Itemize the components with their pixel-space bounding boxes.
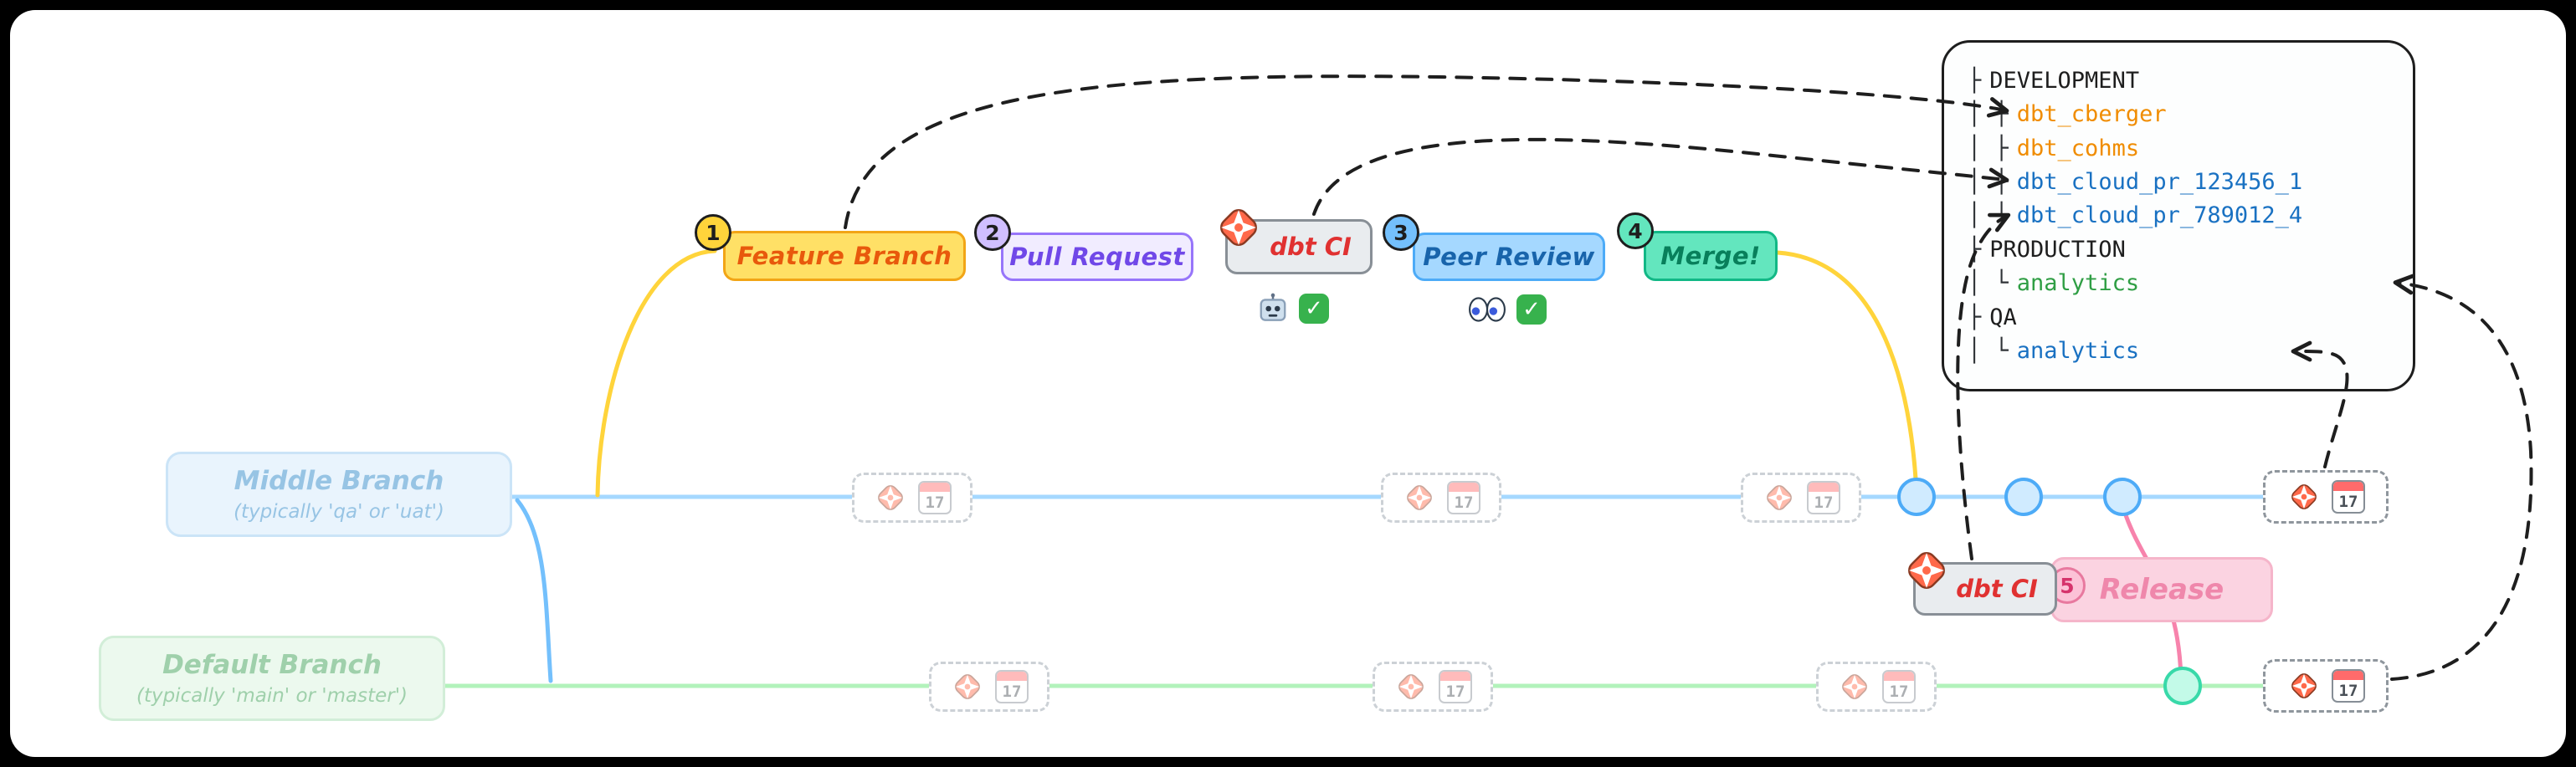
peer-review-box: Peer Review xyxy=(1413,233,1605,281)
env-row: │ └ analytics xyxy=(1968,267,2389,300)
env-group-row: ├ QA xyxy=(1968,300,2389,334)
env-row: │ ├ dbt_cohms xyxy=(1968,131,2389,165)
ci-status-row: ✓ xyxy=(1257,293,1329,325)
calendar-icon: 17 xyxy=(1439,670,1472,703)
dbt-logo-icon xyxy=(950,669,985,704)
env-row: │ └ analytics xyxy=(1968,335,2389,368)
feature-branch-out-curve xyxy=(595,248,717,498)
robot-icon xyxy=(1260,293,1286,321)
env-group-name: DEVELOPMENT xyxy=(1989,67,2140,94)
tree-glyph: ├ xyxy=(1968,67,1982,94)
step-3-badge: 3 xyxy=(1383,214,1419,251)
env-row: │ ├ dbt_cloud_pr_123456_1 xyxy=(1968,165,2389,198)
calendar-icon: 17 xyxy=(1882,670,1916,703)
scheduled-job-chip: 17 xyxy=(852,473,972,523)
tree-glyph: │ ├ xyxy=(1968,169,2009,196)
dbt-ci-label: dbt CI xyxy=(1270,233,1352,261)
env-name: dbt_cloud_pr_123456_1 xyxy=(2016,169,2303,196)
calendar-icon: 17 xyxy=(1447,481,1480,514)
tree-glyph: │ └ xyxy=(1968,338,2009,365)
middle-branch-title: Middle Branch xyxy=(233,466,444,496)
eyes-icon xyxy=(1469,297,1506,322)
calendar-icon: 17 xyxy=(995,670,1029,703)
calendar-icon: 17 xyxy=(918,481,952,514)
scheduled-job-chip: 17 xyxy=(1373,662,1493,712)
env-row: │ ├ dbt_cberger xyxy=(1968,97,2389,130)
review-status-row: ✓ xyxy=(1468,294,1547,325)
env-row: │ └ dbt_cloud_pr_789012_4 xyxy=(1968,199,2389,233)
env-group-row: ├ PRODUCTION xyxy=(1968,233,2389,266)
tree-glyph: │ └ xyxy=(1968,270,2009,297)
default-branch-box: Default Branch (typically 'main' or 'mas… xyxy=(99,636,445,721)
dbt-ci-to-pr-env-arrow xyxy=(1312,137,2009,216)
dbt-logo-icon xyxy=(1393,669,1429,704)
pull-request-box: Pull Request xyxy=(1001,233,1193,281)
env-group-name: PRODUCTION xyxy=(1989,236,2126,263)
default-branch-subtitle: (typically 'main' or 'master') xyxy=(136,685,408,707)
env-name: dbt_cberger xyxy=(2016,101,2167,128)
dbt-ci-box: dbt CI xyxy=(1225,219,1373,274)
tree-glyph: ├ xyxy=(1968,236,1982,263)
calendar-icon: 17 xyxy=(1807,481,1840,514)
dbt-logo-icon xyxy=(1762,480,1797,515)
feature-branch-box: Feature Branch xyxy=(723,231,966,281)
calendar-icon: 17 xyxy=(2332,480,2365,514)
env-name: analytics xyxy=(2016,338,2140,365)
scheduled-job-chip: 17 xyxy=(1381,473,1501,523)
dbt-logo-icon xyxy=(2286,479,2322,514)
tree-glyph: │ └ xyxy=(1968,202,2009,229)
commit-node xyxy=(2103,478,2142,516)
feature-branch-to-dev-env-arrow xyxy=(844,74,2009,229)
merge-box: Merge! xyxy=(1644,231,1778,281)
check-icon: ✓ xyxy=(1516,294,1547,325)
env-name: analytics xyxy=(2016,270,2140,297)
step-2-badge: 2 xyxy=(974,214,1011,251)
scheduled-job-chip-active: 17 xyxy=(2263,659,2389,713)
env-name: dbt_cloud_pr_789012_4 xyxy=(2016,202,2303,229)
scheduled-job-chip: 17 xyxy=(1741,473,1861,523)
dbt-logo-icon xyxy=(2286,668,2322,703)
step-1-badge: 1 xyxy=(695,214,731,251)
release-merge-node xyxy=(2163,667,2202,705)
middle-branch-box: Middle Branch (typically 'qa' or 'uat') xyxy=(166,452,512,537)
env-name: dbt_cohms xyxy=(2016,135,2140,161)
dbt-environments-panel: ├ DEVELOPMENT │ ├ dbt_cberger │ ├ dbt_co… xyxy=(1942,40,2415,391)
dbt-logo-icon xyxy=(1901,545,1953,596)
scheduled-job-chip: 17 xyxy=(929,662,1049,712)
dbt-ci-release-box: dbt CI xyxy=(1913,562,2057,616)
calendar-icon: 17 xyxy=(2332,669,2365,703)
scheduled-job-chip: 17 xyxy=(1816,662,1937,712)
env-group-row: ├ DEVELOPMENT xyxy=(1968,64,2389,97)
step-4-badge: 4 xyxy=(1617,212,1654,249)
commit-node xyxy=(2004,478,2043,516)
middle-branch-fork-curve xyxy=(515,498,553,683)
env-group-name: QA xyxy=(1989,304,2017,330)
tree-glyph: ├ xyxy=(1968,304,1982,330)
scheduled-job-chip-active: 17 xyxy=(2263,470,2389,524)
dbt-logo-icon xyxy=(873,480,908,515)
check-icon: ✓ xyxy=(1299,294,1329,324)
dbt-logo-icon xyxy=(1213,202,1265,253)
default-branch-title: Default Branch xyxy=(162,650,382,680)
commit-node xyxy=(1897,478,1936,516)
dbt-ci-label: dbt CI xyxy=(1956,575,2038,603)
tree-glyph: │ ├ xyxy=(1968,135,2009,161)
dbt-logo-icon xyxy=(1402,480,1437,515)
feature-branch-merge-curve xyxy=(1775,250,1919,494)
tree-glyph: │ ├ xyxy=(1968,101,2009,128)
dbt-logo-icon xyxy=(1837,669,1872,704)
middle-branch-subtitle: (typically 'qa' or 'uat') xyxy=(233,501,444,523)
